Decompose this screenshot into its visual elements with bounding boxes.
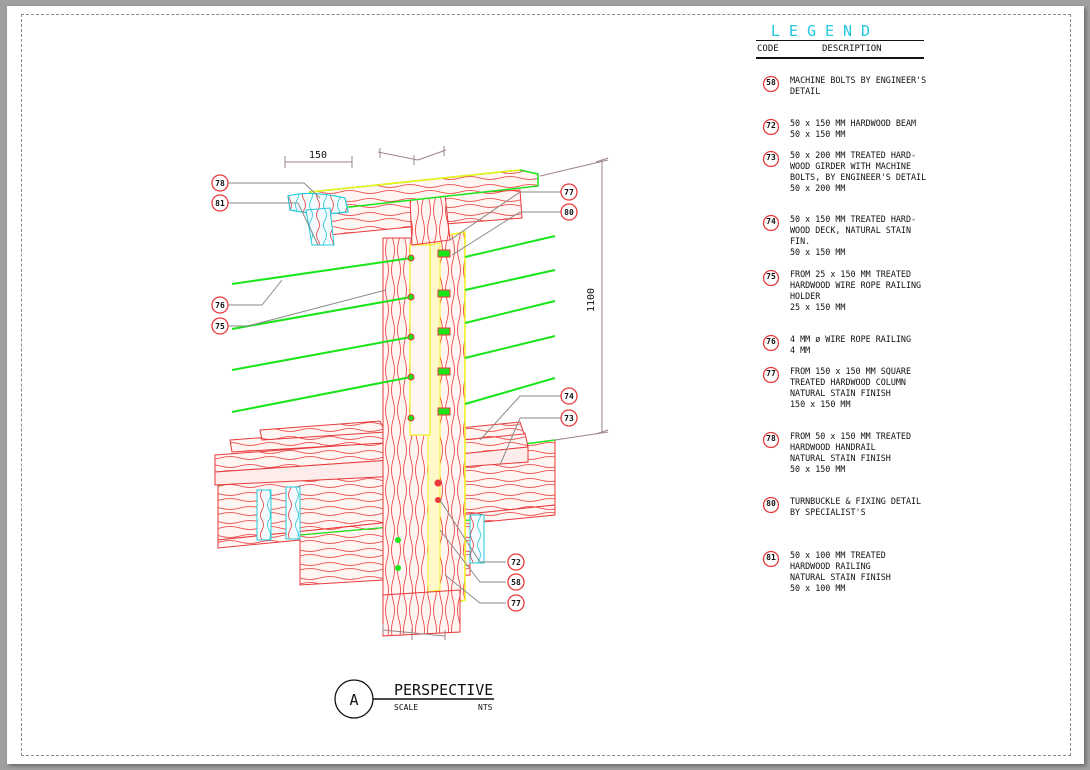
svg-text:77: 77 [511,599,521,608]
callout-75: 75 [211,317,229,335]
dimension-height [539,157,609,441]
legend-code-badge: 72 [762,118,780,136]
legend-description: 4 MM ø WIRE ROPE RAILING 4 MM [790,334,912,355]
legend-header: CODE DESCRIPTION [756,40,924,59]
callout-77-bottom: 77 [507,594,525,612]
callout-80: 80 [560,203,578,221]
callout-76: 76 [211,296,229,314]
svg-text:78: 78 [215,179,225,188]
legend-description: 50 x 200 MM TREATED HARD- WOOD GIRDER WI… [790,150,927,193]
scale-value: NTS [478,703,493,712]
svg-text:80: 80 [564,208,574,217]
svg-text:77: 77 [564,188,574,197]
wire-ropes [231,235,556,413]
legend-description: 50 x 150 MM HARDWOOD BEAM 50 x 150 MM [790,118,917,139]
svg-text:74: 74 [564,392,574,401]
machine-bolts [395,479,442,571]
legend-code-header: CODE [757,44,779,54]
legend-code-badge: 77 [762,366,780,384]
legend-code-badge: 73 [762,150,780,168]
legend-title: LEGEND [770,22,880,40]
deck-planks [214,420,529,486]
legend-description-header: DESCRIPTION [822,44,882,54]
dimension-top-width [284,146,447,168]
callout-58: 58 [507,573,525,591]
drawing-sheet [7,6,1084,764]
dimension-top-width-label: 150 [309,150,327,161]
callout-81: 81 [211,194,229,212]
legend-description: 50 x 150 MM TREATED HARD- WOOD DECK, NAT… [790,214,917,257]
callout-78: 78 [211,174,229,192]
legend-code-badge: 58 [762,75,780,93]
svg-text:75: 75 [215,322,225,331]
scale-label: SCALE [394,703,418,712]
view-title: PERSPECTIVE [394,681,493,699]
svg-text:72: 72 [511,558,521,567]
handrail [287,169,539,246]
column [382,231,466,637]
svg-text:58: 58 [511,578,521,587]
svg-text:76: 76 [215,301,225,310]
legend-description: 50 x 100 MM TREATED HARDWOOD RAILING NAT… [790,550,891,593]
legend-description: TURNBUCKLE & FIXING DETAIL BY SPECIALIST… [790,496,922,517]
svg-text:73: 73 [564,414,574,423]
legend-code-badge: 75 [762,269,780,287]
view-title-block: A PERSPECTIVE SCALE NTS [334,679,494,719]
dimension-bottom [382,624,446,640]
turnbuckles [407,249,451,422]
view-symbol-letter: A [349,691,358,709]
joist-sections [256,486,485,564]
leader-lines [228,182,562,604]
legend-description: FROM 150 x 150 MM SQUARE TREATED HARDWOO… [790,366,912,409]
callout-73: 73 [560,409,578,427]
callout-74: 74 [560,387,578,405]
legend-description: FROM 25 x 150 MM TREATED HARDWOOD WIRE R… [790,269,922,312]
legend-code-badge: 81 [762,550,780,568]
legend-code-badge: 80 [762,496,780,514]
legend-code-badge: 76 [762,334,780,352]
legend-code-badge: 78 [762,431,780,449]
sheet-border [21,14,1071,756]
svg-text:81: 81 [215,199,225,208]
legend-code-badge: 74 [762,214,780,232]
legend-description: FROM 50 x 150 MM TREATED HARDWOOD HANDRA… [790,431,912,474]
callout-77-top: 77 [560,183,578,201]
dimension-height-label: 1100 [586,288,597,312]
legend-description: MACHINE BOLTS BY ENGINEER'S DETAIL [790,75,927,96]
callout-72: 72 [507,553,525,571]
